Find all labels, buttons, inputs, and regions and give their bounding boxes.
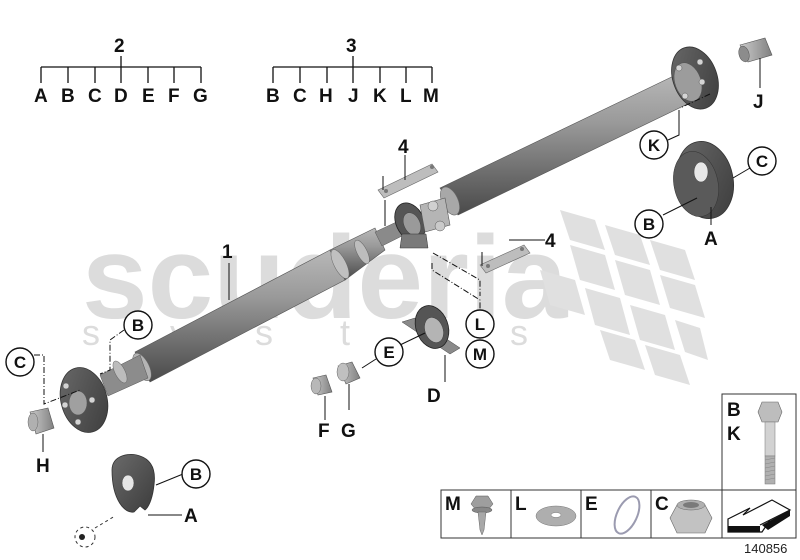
callout-4-upper: 4	[398, 137, 409, 158]
group-3-item: M	[423, 86, 439, 107]
callout-K-group: K	[639, 93, 711, 160]
callout-B-front: B	[132, 316, 144, 335]
center-bearing-D: D	[401, 305, 461, 407]
circlip-icon	[613, 495, 641, 535]
group-2-item: B	[61, 86, 75, 107]
svg-text:t: t	[340, 312, 350, 353]
callout-M: M	[473, 345, 487, 364]
hardware-legend: B K M L E	[440, 393, 797, 556]
callout-4-lower: 4	[545, 231, 556, 252]
group-2-item: E	[142, 86, 155, 107]
watermark: scuderia s y s t e s	[82, 210, 708, 385]
group-3-item: J	[348, 86, 359, 107]
group-3-item: L	[400, 86, 412, 107]
callout-D: D	[427, 386, 441, 407]
legend-label-M: M	[445, 494, 461, 515]
legend-label-L: L	[515, 494, 527, 515]
drawing-number: 140856	[744, 541, 787, 556]
front-flex-disc: B A	[74, 453, 211, 548]
bushing-H: H	[27, 407, 55, 477]
callout-A-rear: A	[704, 229, 718, 250]
center-leaders	[431, 252, 481, 310]
bushing-J: J	[738, 37, 773, 113]
legend-bolt-label-B: B	[727, 400, 741, 421]
washer-icon	[535, 505, 577, 527]
callout-B-rear: B	[643, 215, 655, 234]
callout-1-label: 1	[222, 242, 233, 263]
front-shaft-section	[59, 217, 411, 433]
group-2-number: 2	[114, 36, 125, 57]
group-2-item: A	[34, 86, 48, 107]
callout-G: G	[341, 421, 356, 442]
checkered-flag-icon	[540, 210, 708, 385]
group-2-tree: 2 A B C D E F G	[34, 36, 208, 107]
callout-C-rear: C	[756, 152, 768, 171]
bracket-upper: 4	[377, 137, 439, 226]
group-2-item: D	[114, 86, 128, 107]
callout-K: K	[648, 136, 661, 155]
callout-H: H	[36, 456, 50, 477]
callout-E: E	[383, 343, 394, 362]
arrow-icon	[727, 499, 792, 533]
callouts-L-M: L M	[465, 309, 495, 369]
group-3-tree: 3 B C H J K L M	[266, 36, 439, 107]
legend-label-C: C	[655, 494, 669, 515]
group-3-number: 3	[346, 36, 357, 57]
group-2-item: G	[193, 86, 208, 107]
group-3-item: B	[266, 86, 280, 107]
lock-nut-icon	[669, 499, 713, 534]
callout-B-front-disc: B	[190, 465, 202, 484]
callout-E-group: E	[361, 332, 426, 369]
callout-C-front: C	[14, 353, 26, 372]
legend-bolt-label-K: K	[727, 424, 741, 445]
group-3-item: H	[319, 86, 333, 107]
callout-J: J	[753, 92, 764, 113]
hex-bolt-icon	[757, 401, 783, 485]
callout-B-front-group: B	[99, 310, 153, 375]
group-2-item: C	[88, 86, 102, 107]
group-2-item: F	[168, 86, 180, 107]
group-3-item: K	[373, 86, 387, 107]
callout-1: 1	[222, 242, 233, 300]
callout-C-front-group: C	[5, 347, 81, 405]
group-3-item: C	[293, 86, 307, 107]
callout-F: F	[318, 421, 330, 442]
flange-screw-icon	[470, 495, 494, 536]
ring-G: G	[336, 361, 361, 442]
center-joint	[394, 197, 451, 249]
legend-label-E: E	[585, 494, 598, 515]
callout-L: L	[475, 315, 485, 334]
svg-text:s: s	[82, 312, 100, 353]
ring-F: F	[310, 374, 333, 442]
rear-flex-disc: C B A	[634, 141, 777, 250]
bracket-lower: 4	[479, 231, 556, 274]
svg-text:s: s	[510, 312, 528, 353]
callout-A-front-disc: A	[184, 506, 198, 527]
